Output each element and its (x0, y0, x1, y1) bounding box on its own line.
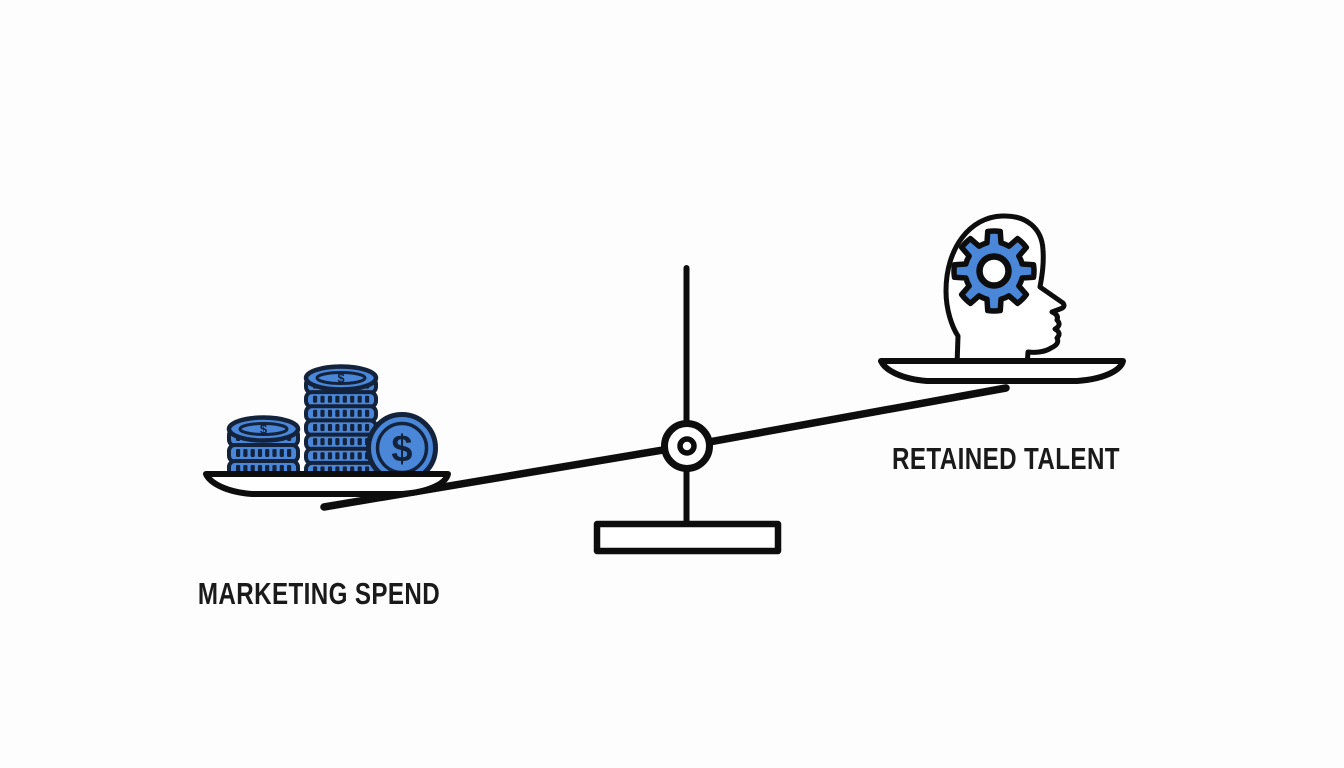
left-pan (203, 471, 451, 497)
coin-stacks-icon: $$ (226, 364, 379, 480)
label-retained-talent: RETAINED TALENT (892, 441, 1120, 476)
svg-text:$: $ (260, 422, 268, 437)
svg-text:$: $ (337, 371, 345, 386)
label-marketing-spend: MARKETING SPEND (197, 576, 441, 611)
dollar-coin-icon: $ (366, 412, 438, 484)
pivot-inner-circle (677, 436, 697, 456)
gear-icon (951, 228, 1037, 314)
right-pan (878, 358, 1126, 384)
gear-hole (976, 253, 1012, 289)
scale-base (593, 520, 782, 555)
dollar-symbol: $ (391, 429, 412, 471)
balance-scale: $$ $ (203, 213, 1126, 555)
